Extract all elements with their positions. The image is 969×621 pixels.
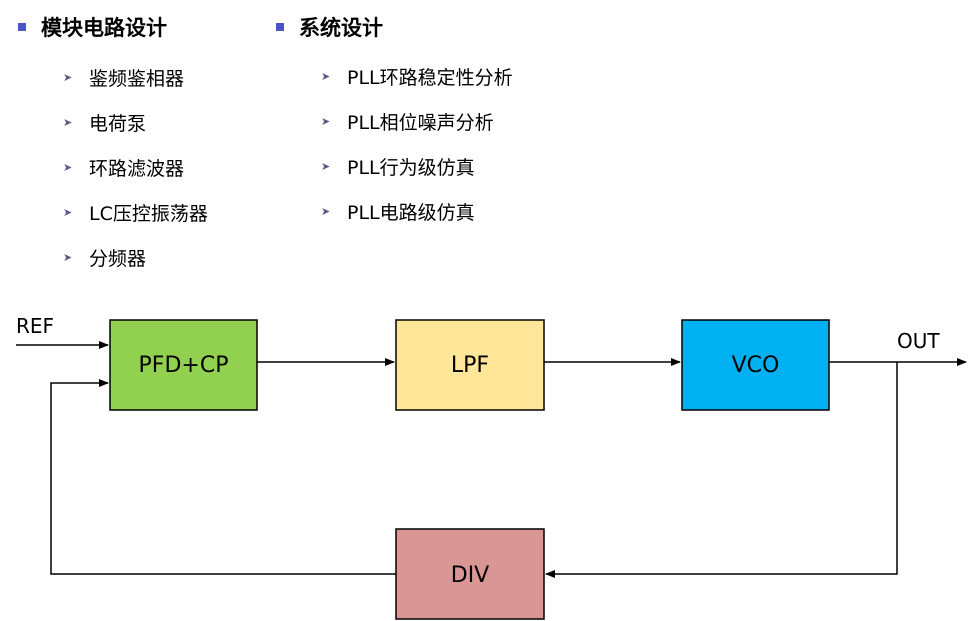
arrow-bullet-icon: ➤ bbox=[321, 115, 331, 128]
list-item-label: 电荷泵 bbox=[89, 113, 147, 135]
system-design-heading: 系统设计 bbox=[276, 10, 513, 44]
square-bullet-icon bbox=[276, 23, 284, 31]
list-item-label: PLL相位噪声分析 bbox=[347, 112, 494, 134]
list-item: ➤ 鉴频鉴相器 bbox=[63, 55, 208, 100]
list-item: ➤ 分频器 bbox=[63, 235, 208, 280]
div-to-pfd-arrow bbox=[50, 379, 396, 575]
system-design-list: ➤ PLL环路稳定性分析 ➤ PLL相位噪声分析 ➤ PLL行为级仿真 ➤ PLL电路级… bbox=[321, 54, 513, 234]
arrow-bullet-icon: ➤ bbox=[63, 161, 73, 174]
vco-box bbox=[681, 319, 830, 411]
system-design-section: 系统设计 ➤ PLL环路稳定性分析 ➤ PLL相位噪声分析 ➤ PLL行为级仿真 ➤ P… bbox=[276, 10, 513, 234]
module-design-section: 模块电路设计 ➤ 鉴频鉴相器 ➤ 电荷泵 ➤ 环路滤波器 ➤ LC压控振荡器 ➤ 分频器 bbox=[18, 10, 208, 280]
pfd-cp-box bbox=[109, 319, 258, 411]
square-bullet-icon bbox=[18, 23, 26, 31]
pfd-cp-block: PFD+CP bbox=[109, 319, 258, 411]
list-item-label: LC压控振荡器 bbox=[89, 203, 208, 225]
div-box bbox=[395, 528, 545, 620]
list-item-label: PLL电路级仿真 bbox=[347, 202, 475, 224]
list-item: ➤ 环路滤波器 bbox=[63, 145, 208, 190]
list-item: ➤ PLL相位噪声分析 bbox=[321, 99, 513, 144]
out-label: OUT bbox=[897, 329, 940, 353]
arrow-bullet-icon: ➤ bbox=[63, 71, 73, 84]
arrow-bullet-icon: ➤ bbox=[63, 116, 73, 129]
div-label: DIV bbox=[451, 563, 489, 588]
system-design-title: 系统设计 bbox=[299, 16, 383, 40]
feedback-to-div-arrow bbox=[545, 362, 898, 578]
div-block: DIV bbox=[395, 528, 545, 620]
arrow-bullet-icon: ➤ bbox=[63, 251, 73, 264]
arrow-bullet-icon: ➤ bbox=[63, 206, 73, 219]
module-design-title: 模块电路设计 bbox=[41, 16, 167, 40]
list-item-label: 环路滤波器 bbox=[89, 158, 185, 180]
lpf-label: LPF bbox=[451, 353, 489, 378]
vco-block: VCO bbox=[681, 319, 830, 411]
list-item-label: 分频器 bbox=[89, 248, 147, 270]
arrow-bullet-icon: ➤ bbox=[321, 205, 331, 218]
arrow-bullet-icon: ➤ bbox=[321, 160, 331, 173]
list-item: ➤ LC压控振荡器 bbox=[63, 190, 208, 235]
list-item: ➤ PLL电路级仿真 bbox=[321, 189, 513, 234]
lpf-block: LPF bbox=[395, 319, 545, 411]
list-item-label: PLL环路稳定性分析 bbox=[347, 67, 513, 89]
module-design-list: ➤ 鉴频鉴相器 ➤ 电荷泵 ➤ 环路滤波器 ➤ LC压控振荡器 ➤ 分频器 bbox=[63, 55, 208, 280]
list-item: ➤ PLL行为级仿真 bbox=[321, 144, 513, 189]
lpf-box bbox=[395, 319, 545, 411]
ref-label: REF bbox=[16, 314, 54, 338]
arrow-bullet-icon: ➤ bbox=[321, 70, 331, 83]
module-design-heading: 模块电路设计 bbox=[18, 10, 208, 44]
vco-label: VCO bbox=[732, 353, 780, 378]
list-item: ➤ 电荷泵 bbox=[63, 100, 208, 145]
list-item: ➤ PLL环路稳定性分析 bbox=[321, 54, 513, 99]
list-item-label: PLL行为级仿真 bbox=[347, 157, 475, 179]
list-item-label: 鉴频鉴相器 bbox=[89, 68, 185, 90]
pfd-cp-label: PFD+CP bbox=[139, 353, 229, 378]
